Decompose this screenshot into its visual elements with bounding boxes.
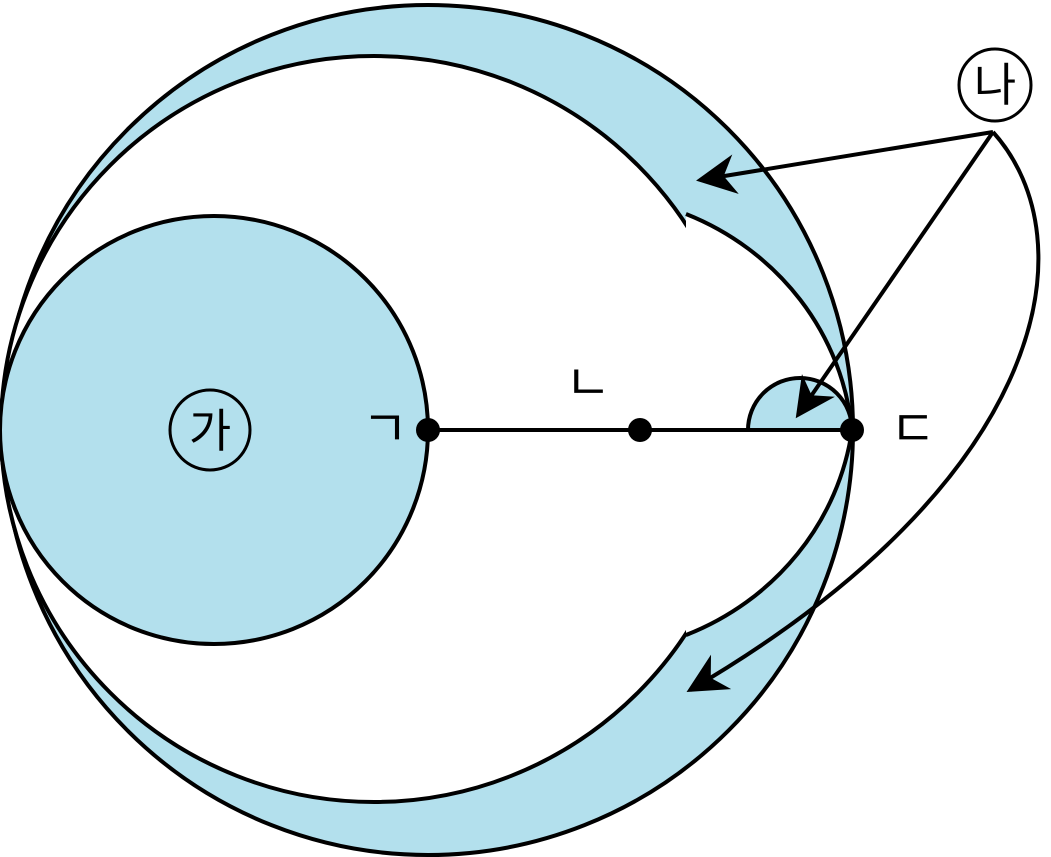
- region-na-label-ring: [957, 47, 1033, 123]
- point-digeut-dot: [840, 418, 864, 442]
- point-nieun-label: ㄴ: [565, 354, 611, 412]
- point-digeut-label: ㄷ: [890, 400, 936, 458]
- arrow-na-bottom: [686, 130, 1041, 693]
- arrow-na-semicircle: [795, 130, 995, 419]
- region-ga-label: 가: [189, 404, 231, 458]
- arrow-na-top: [696, 130, 994, 194]
- region-ga-label-ring: [168, 388, 252, 472]
- region-na-label: 나: [974, 58, 1016, 112]
- point-gieok-dot: [416, 418, 440, 442]
- point-gieok-label: ㄱ: [362, 400, 408, 458]
- point-nieun-dot: [628, 418, 652, 442]
